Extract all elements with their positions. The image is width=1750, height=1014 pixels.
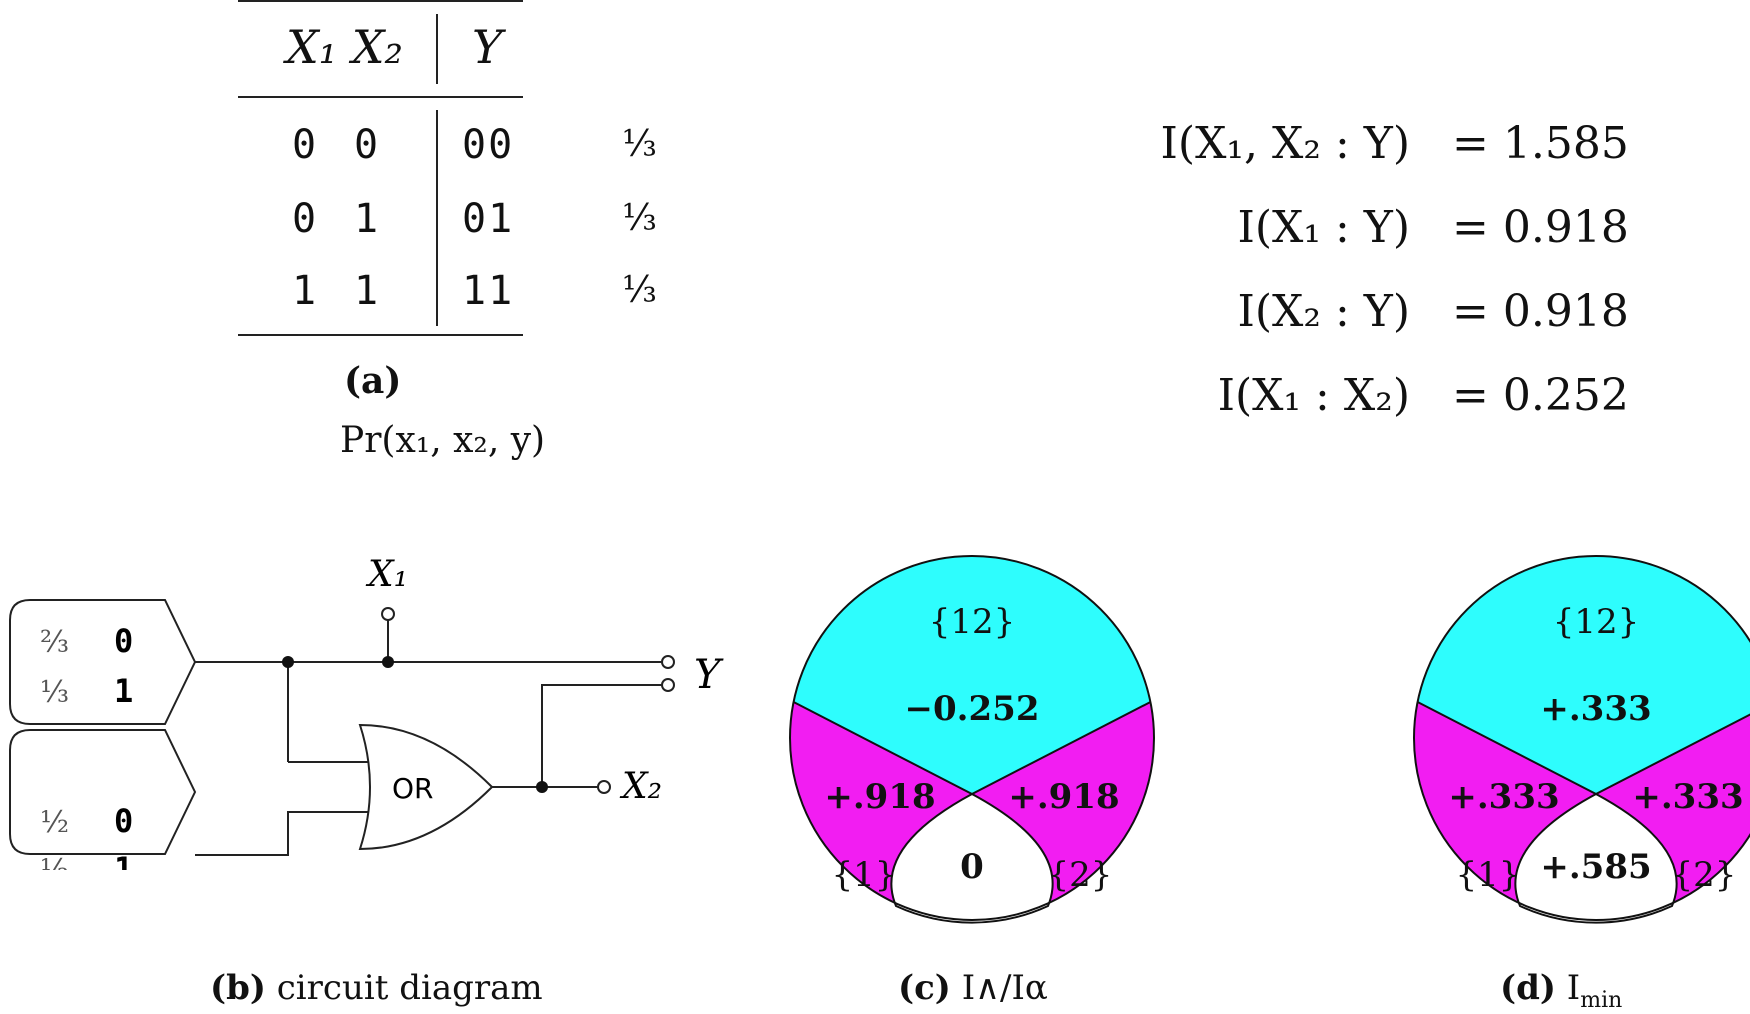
diagram-c: {12} −0.252 +.918 +.918 {1} {2} 0 {1, 2} <box>789 555 1155 930</box>
table-caption-label: (a) <box>344 360 402 402</box>
diagram-d: {12} +.333 +.333 +.333 {1} {2} +.585 {1, 2} <box>1413 555 1750 930</box>
top-set: {12} <box>929 602 1016 642</box>
table-header-x: X₁ X₂ <box>286 20 403 74</box>
source2-p1: ½ <box>40 853 69 870</box>
table-bottom-rule <box>238 334 523 336</box>
mi-rhs: = 0.918 <box>1452 286 1629 337</box>
cyan-region <box>1417 556 1750 794</box>
y-terminal-2 <box>661 678 675 692</box>
diagram-d-caption-text: I <box>1566 968 1581 1008</box>
left-set: {1} <box>832 855 897 895</box>
diagram-d-caption-sub: min <box>1580 987 1623 1013</box>
white-region <box>890 792 1054 924</box>
center-value: 0 <box>960 847 984 887</box>
mi-rhs: = 1.585 <box>1452 118 1629 169</box>
circuit-diagram: ⅔ 0 ⅓ 1 ½ 0 ½ 1 OR X₁ Y X₂ <box>9 554 724 870</box>
mi-lhs: I(X₁, X₂ : Y) <box>1160 118 1410 169</box>
circuit-caption-label: (b) <box>210 968 266 1008</box>
mi-lhs: I(X₂ : Y) <box>1237 286 1410 337</box>
circuit-caption: (b) circuit diagram <box>210 968 543 1008</box>
x1-terminal <box>381 607 395 621</box>
junction-dot <box>536 781 548 793</box>
source-shape-2 <box>9 729 197 855</box>
left-value: +.918 <box>824 777 935 817</box>
center-set: {1, 2} <box>1542 929 1650 930</box>
circuit-caption-text: circuit diagram <box>276 968 543 1008</box>
x2-label: X₂ <box>619 766 662 807</box>
mi-rhs: = 0.918 <box>1452 202 1629 253</box>
mi-lhs: I(X₁ : Y) <box>1237 202 1410 253</box>
cell-y: 01 <box>462 196 515 242</box>
source1-p0: ⅔ <box>40 625 69 660</box>
right-value: +.333 <box>1632 777 1743 817</box>
or-gate <box>358 723 494 851</box>
source2-p0: ½ <box>40 805 69 840</box>
diagram-c-caption: (c) I∧/Iα <box>898 968 1048 1008</box>
y-terminal-1 <box>661 655 675 669</box>
top-value: +.333 <box>1540 689 1651 729</box>
x2-terminal <box>597 780 611 794</box>
junction-dot <box>282 656 294 668</box>
table-mid-rule <box>238 96 523 98</box>
white-region <box>1514 792 1678 924</box>
y-label: Y <box>694 652 724 698</box>
center-set: {1, 2} <box>918 929 1026 930</box>
left-set: {1} <box>1456 855 1521 895</box>
diagram-c-caption-label: (c) <box>898 968 951 1008</box>
cell-prob: ⅓ <box>622 270 657 311</box>
mi-lhs: I(X₁ : X₂) <box>1217 370 1410 421</box>
cell-prob: ⅓ <box>622 124 657 165</box>
left-value: +.333 <box>1448 777 1559 817</box>
source1-v1: 1 <box>114 672 133 710</box>
cell-x1: 1 <box>292 268 319 314</box>
source1-p1: ⅓ <box>40 675 69 710</box>
junction-dot <box>382 656 394 668</box>
source1-v0: 0 <box>114 622 133 660</box>
cyan-region <box>793 556 1151 794</box>
table-top-rule <box>238 0 523 2</box>
center-value: +.585 <box>1540 847 1651 887</box>
diagram-d-caption-label: (d) <box>1500 968 1556 1008</box>
cell-x1: 0 <box>292 122 319 168</box>
x1-label: X₁ <box>365 554 408 595</box>
cell-x1: 0 <box>292 196 319 242</box>
diagram-c-caption-text: I∧/Iα <box>961 968 1048 1008</box>
source2-v0: 0 <box>114 802 133 840</box>
cell-x2: 0 <box>354 122 381 168</box>
cell-x2: 1 <box>354 268 381 314</box>
right-value: +.918 <box>1008 777 1119 817</box>
cell-y: 00 <box>462 122 515 168</box>
cell-x2: 1 <box>354 196 381 242</box>
right-set: {2} <box>1048 855 1113 895</box>
table-caption-formula: Pr(x₁, x₂, y) <box>340 420 546 461</box>
top-value: −0.252 <box>905 689 1040 729</box>
top-set: {12} <box>1553 602 1640 642</box>
table-header-divider <box>436 14 438 84</box>
table-body-divider <box>436 110 438 326</box>
source-shape-1 <box>9 599 197 725</box>
diagram-d-caption: (d) Imin <box>1500 968 1622 1013</box>
source2-v1: 1 <box>114 850 133 870</box>
mi-rhs: = 0.252 <box>1452 370 1629 421</box>
cell-prob: ⅓ <box>622 198 657 239</box>
table-header-y: Y <box>472 20 503 74</box>
right-set: {2} <box>1672 855 1737 895</box>
cell-y: 11 <box>462 268 515 314</box>
or-gate-label: OR <box>392 772 434 805</box>
